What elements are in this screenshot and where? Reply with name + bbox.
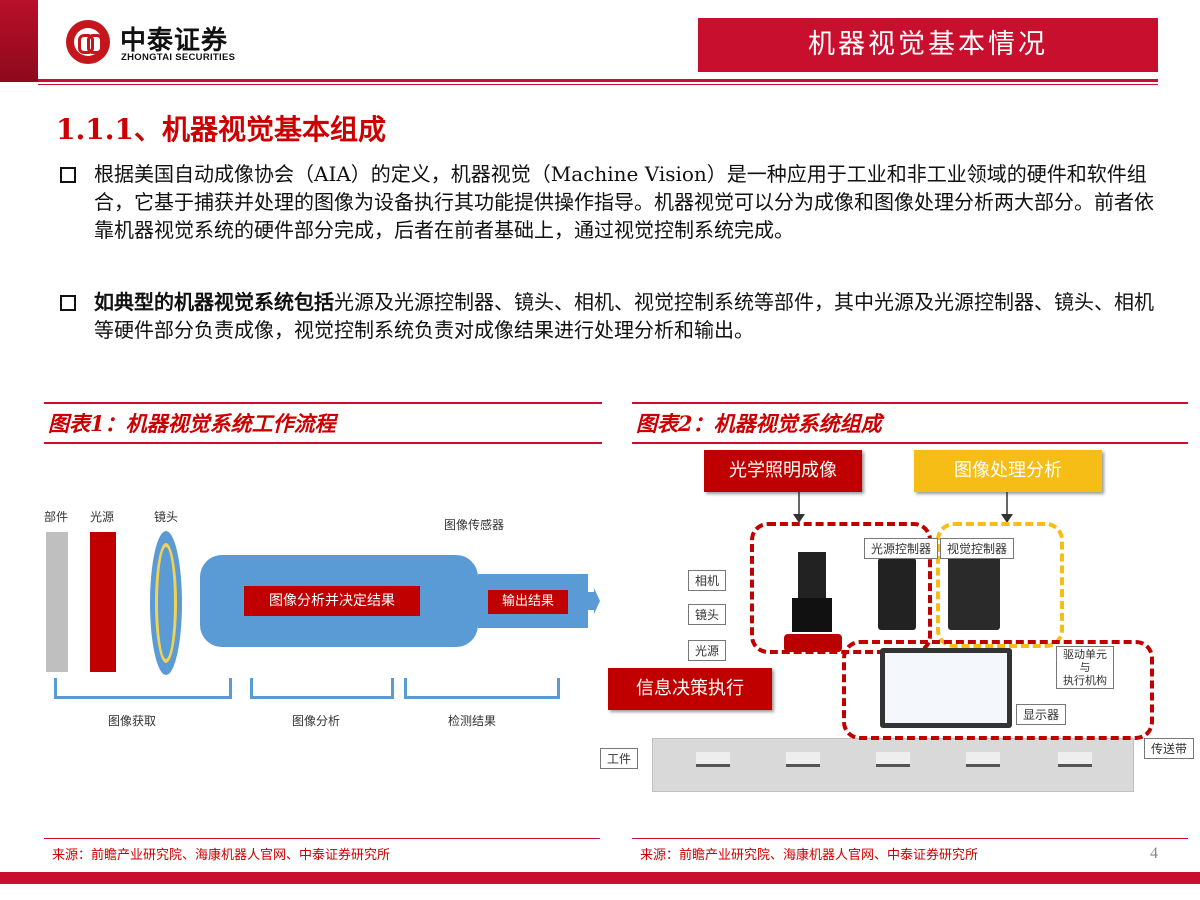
figure2-header: 图表2：机器视觉系统组成 [632,402,1188,444]
bracket-acquire [54,678,232,699]
paragraph-2-rest: 光源及光源控制器、镜头、相机、视觉控制系统等部件，其中光源及光源控制器、镜头、相… [94,290,1154,342]
figure1-source: 来源：前瞻产业研究院、海康机器人官网、中泰证券研究所 [52,848,391,863]
figure2-diagram: 工件 传送带 光学照明成像 图像处理分析 相机 镜头 光源 光源控制器 视觉控制… [596,440,1196,800]
workpiece-4 [966,752,1000,767]
light-controller-device [878,558,916,630]
section-title: 1.1.1、机器视觉基本组成 [56,113,386,146]
decision-execution-box: 信息决策执行 [608,668,772,710]
workpiece-3 [876,752,910,767]
label-acquire: 图像获取 [108,714,157,728]
label-parts: 部件 [44,510,69,524]
header-title: 机器视觉基本情况 [698,18,1158,72]
processing-group [936,522,1064,648]
label-display: 显示器 [1016,704,1067,725]
paragraph-1: 根据美国自动成像协会（AIA）的定义，机器视觉（Machine Vision）是… [60,160,1160,244]
output-result-box: 输出结果 [488,590,568,614]
figure1-diagram: 部件 光源 镜头 图像传感器 图像分析并决定结果 输出结果 图像获取 图像分析 … [44,500,600,740]
camera-body [798,552,826,598]
arrow-down-red-icon [793,492,805,523]
bracket-result [404,678,560,699]
optical-imaging-box: 光学照明成像 [704,450,862,492]
header-divider [38,79,1158,82]
arrow-right-icon [584,588,600,614]
decision-group [842,640,1154,740]
figure1-header: 图表1：机器视觉系统工作流程 [44,402,602,444]
figure2-source-divider [632,838,1188,839]
label-and: 与 [1079,661,1091,674]
label-drive: 驱动单元 [1063,648,1107,661]
logo-text-cn: 中泰证券 [120,26,229,56]
header-divider-thin [38,84,1158,85]
arrow-down-yellow-icon [1001,492,1013,523]
logo-text-en: ZHONGTAI SECURITIES [121,52,236,63]
figure1-source-divider [44,838,600,839]
label-light: 光源 [688,640,727,661]
label-workpiece: 工件 [600,748,639,769]
display-monitor [880,648,1012,728]
label-analysis: 图像分析 [292,714,341,728]
label-belt: 传送带 [1144,738,1195,759]
page-number: 4 [1150,845,1158,862]
light-block [90,532,116,672]
label-sensor: 图像传感器 [444,518,505,532]
company-logo: 中泰证券 ZHONGTAI SECURITIES [66,18,256,68]
paragraph-1-text: 根据美国自动成像协会（AIA）的定义，机器视觉（Machine Vision）是… [94,162,1154,242]
label-lens: 镜头 [154,510,179,524]
paragraph-2-text: 如典型的机器视觉系统包括光源及光源控制器、镜头、相机、视觉控制系统等部件，其中光… [94,288,1160,344]
paragraph-2-bold: 如典型的机器视觉系统包括 [94,290,334,314]
label-vision-controller: 视觉控制器 [940,538,1015,559]
image-processing-box: 图像处理分析 [914,450,1102,492]
label-actuator: 执行机构 [1063,674,1107,687]
footer-bar [0,872,1200,884]
logo-mark-icon [66,20,110,64]
lens-body [792,598,832,632]
workpiece-5 [1058,752,1092,767]
label-lens: 镜头 [688,604,727,625]
analyze-result-box: 图像分析并决定结果 [244,586,420,616]
label-light-controller: 光源控制器 [864,538,939,559]
header-left-bar [0,0,38,82]
square-bullet-icon [60,167,76,183]
optical-group [750,522,932,654]
square-bullet-icon [60,295,76,311]
figure1-title: 图表1：机器视觉系统工作流程 [48,411,336,436]
drive-actuator-box: 驱动单元 与 执行机构 [1056,646,1114,689]
vision-controller-device [948,556,1000,630]
label-result: 检测结果 [448,714,497,728]
lens-shape [150,531,182,675]
figure2-title: 图表2：机器视觉系统组成 [636,411,882,436]
paragraph-2: 如典型的机器视觉系统包括光源及光源控制器、镜头、相机、视觉控制系统等部件，其中光… [60,288,1160,344]
label-camera: 相机 [688,570,727,591]
figure2-source: 来源：前瞻产业研究院、海康机器人官网、中泰证券研究所 [640,848,979,863]
workpiece-1 [696,752,730,767]
parts-block [46,532,68,672]
bracket-analysis [250,678,394,699]
light-body [784,634,842,652]
workpiece-2 [786,752,820,767]
label-light: 光源 [90,510,115,524]
